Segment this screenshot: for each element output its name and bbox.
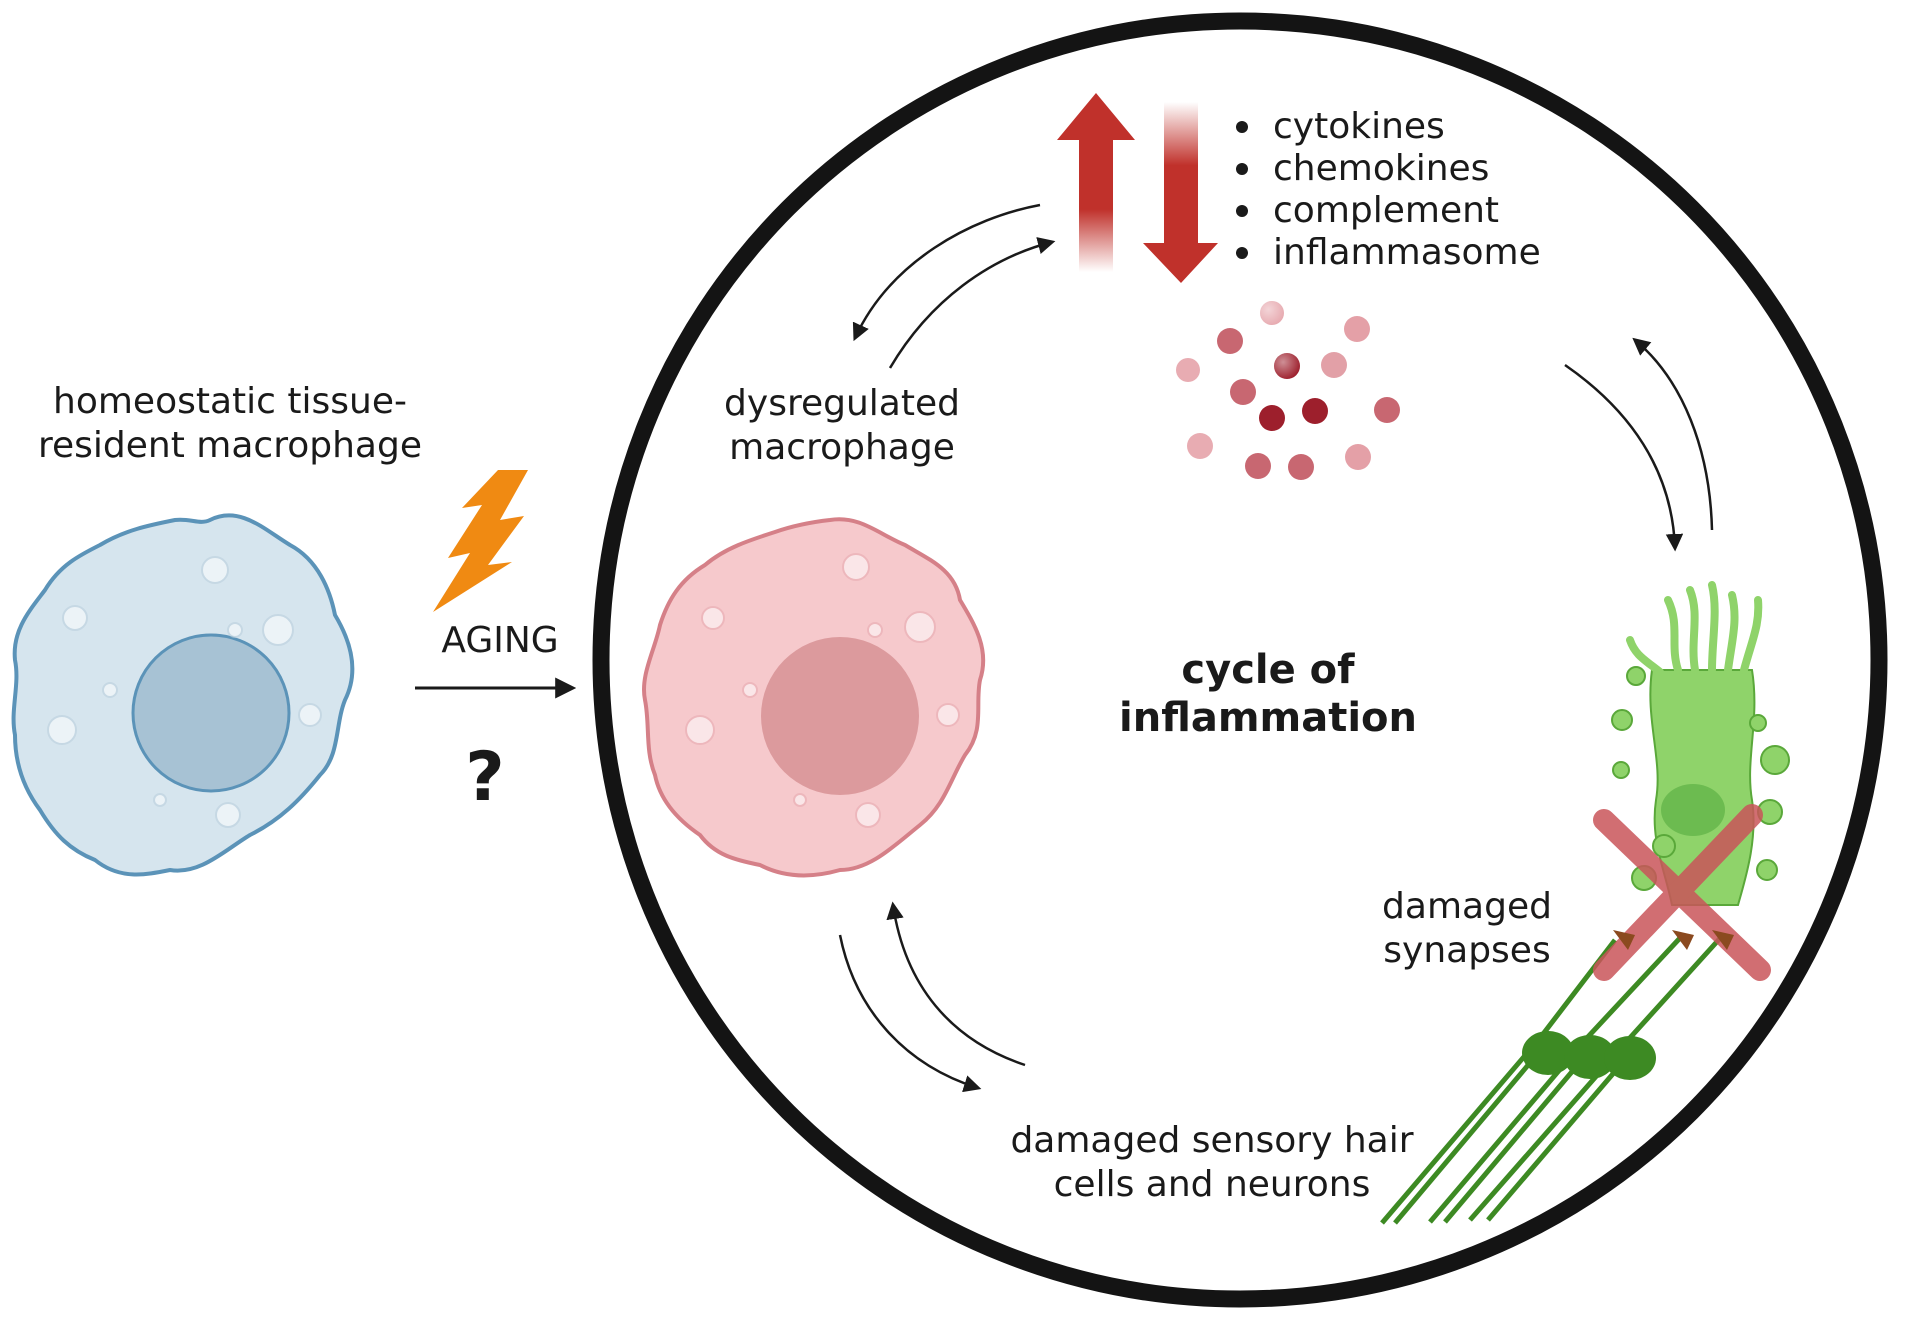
question-mark: ? <box>465 738 504 817</box>
mediator-item: complement <box>1273 190 1499 231</box>
neuron-cell-bodies <box>1522 1031 1656 1080</box>
homeostatic-macrophage: homeostatic tissue- resident macrophage <box>11 381 422 877</box>
mediator-item: inflammasome <box>1273 232 1541 273</box>
aging-label: AGING <box>441 620 558 661</box>
bullet-icon <box>1236 121 1248 133</box>
dysregulated-label-line2: macrophage <box>729 427 955 468</box>
homeostatic-label-line2: resident macrophage <box>38 425 422 466</box>
up-down-regulation-arrows <box>1057 93 1218 283</box>
stereocilia <box>1626 581 1763 676</box>
mediator-list: cytokines chemokines complement inflamma… <box>1236 106 1541 273</box>
synapse-terminals <box>1613 930 1734 950</box>
aging-transition: AGING ? <box>415 470 577 817</box>
dysregulated-macrophage-vesicles <box>685 553 960 828</box>
downregulation-arrow-icon <box>1143 102 1218 283</box>
dysregulated-macrophage-nucleus <box>761 637 919 795</box>
arrow-to-mediators <box>888 237 1056 369</box>
arrow-to-dysregulated <box>886 901 1026 1067</box>
dysregulated-label-line1: dysregulated <box>724 383 960 424</box>
damaged-cells-line1: damaged sensory hair <box>1010 1120 1413 1161</box>
arrow-to-macrophage <box>852 203 1041 342</box>
mediator-item: chemokines <box>1273 148 1489 189</box>
lightning-bolt-icon <box>433 470 528 612</box>
arrow-to-mediators-right <box>1632 337 1714 531</box>
cycle-title-line2: inflammation <box>1119 695 1417 741</box>
upregulation-arrow-icon <box>1057 93 1135 272</box>
cycle-title-line1: cycle of <box>1181 647 1355 693</box>
cycle-arrows <box>838 203 1714 1093</box>
damaged-synapses-line1: damaged <box>1382 886 1552 927</box>
homeostatic-label-line1: homeostatic tissue- <box>53 381 407 422</box>
mediator-item: cytokines <box>1273 106 1445 147</box>
damaged-hair-cell-and-neurons <box>1380 581 1790 1225</box>
sensory-neurons <box>1380 933 1725 1225</box>
bullet-icon <box>1236 205 1248 217</box>
bullet-icon <box>1236 163 1248 175</box>
dysregulated-macrophage: dysregulated macrophage <box>642 383 986 878</box>
damaged-synapses-line2: synapses <box>1383 930 1550 971</box>
homeostatic-macrophage-nucleus <box>131 633 291 793</box>
damaged-cells-line2: cells and neurons <box>1054 1164 1371 1205</box>
arrow-to-damaged-cells <box>838 934 982 1093</box>
arrow-to-hair-cells <box>1564 363 1684 552</box>
homeostatic-macrophage-vesicles <box>47 556 322 828</box>
hair-cell-nucleus <box>1661 784 1725 836</box>
bullet-icon <box>1236 247 1248 259</box>
mediator-particles <box>1176 301 1400 480</box>
inflammation-cycle-ring <box>592 12 1888 1308</box>
